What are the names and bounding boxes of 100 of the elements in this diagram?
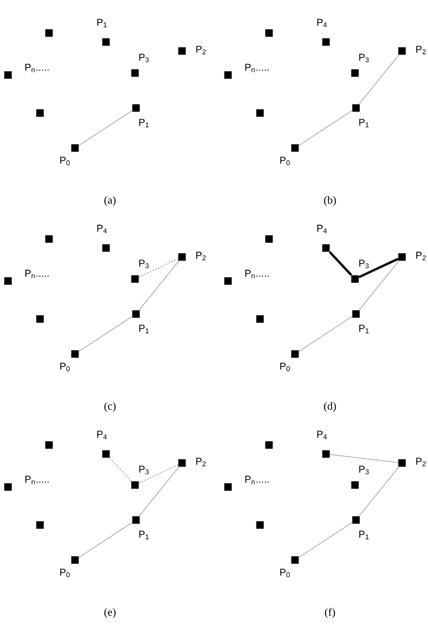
point-marker (291, 350, 299, 358)
point-label: P$_{2}$ (196, 458, 206, 466)
point-label: P$_{1}$ (139, 324, 149, 334)
point-marker (265, 29, 273, 37)
point-marker (102, 244, 110, 252)
point-label: P$_{n}$..... (25, 270, 49, 278)
point-marker (102, 38, 110, 46)
connecting-line (78, 522, 132, 558)
point-label: P$_{n}$..... (25, 64, 49, 72)
connecting-line (298, 522, 352, 558)
connecting-line (358, 258, 399, 278)
panel-caption: (e) (104, 608, 116, 618)
point-label: P$_{3}$ (139, 260, 149, 268)
point-label: P$_{3}$ (359, 54, 369, 62)
point-marker (45, 235, 53, 243)
point-marker (322, 38, 330, 46)
point-label: P$_{0}$ (280, 568, 290, 578)
connecting-line (138, 258, 179, 278)
point-label: P$_{n}$..... (25, 476, 49, 484)
point-marker (351, 481, 359, 489)
point-label: P$_{0}$ (60, 156, 70, 166)
point-label: P$_{2}$ (196, 252, 206, 260)
point-marker (265, 235, 273, 243)
connecting-line (78, 110, 132, 146)
point-marker (71, 144, 79, 152)
point-label: P$_{n}$..... (245, 476, 269, 484)
point-label: P$_{0}$ (280, 156, 290, 166)
point-label: P$_{4}$ (97, 430, 107, 440)
point-label: P$_{1}$ (359, 118, 369, 128)
point-marker (131, 275, 139, 283)
point-marker (132, 310, 140, 318)
point-label: P$_{1}$ (97, 18, 107, 28)
point-label: P$_{0}$ (280, 362, 290, 372)
point-marker (36, 109, 44, 117)
point-label: P$_{2}$ (196, 46, 206, 54)
point-marker (71, 556, 79, 564)
panel-caption: (c) (104, 402, 116, 412)
point-label: P$_{2}$ (416, 458, 426, 466)
point-marker (265, 441, 273, 449)
connecting-line (358, 54, 400, 104)
point-marker (352, 310, 360, 318)
point-label: P$_{4}$ (317, 224, 327, 234)
point-marker (45, 441, 53, 449)
point-label: P$_{2}$ (416, 252, 426, 260)
point-marker (352, 104, 360, 112)
point-marker (351, 69, 359, 77)
point-marker (4, 71, 12, 79)
point-marker (322, 244, 330, 252)
point-label: P$_{1}$ (359, 324, 369, 334)
panel-caption: (f) (324, 608, 335, 618)
point-marker (178, 459, 186, 467)
point-label: P$_{n}$..... (245, 64, 269, 72)
connecting-line (358, 260, 400, 310)
point-label: P$_{1}$ (139, 530, 149, 540)
point-marker (36, 315, 44, 323)
point-marker (131, 69, 139, 77)
point-label: P$_{4}$ (97, 224, 107, 234)
point-marker (36, 521, 44, 529)
connecting-line (78, 316, 132, 352)
connecting-line (138, 466, 180, 516)
point-label: P$_{3}$ (139, 54, 149, 62)
point-marker (398, 459, 406, 467)
point-marker (256, 521, 264, 529)
connecting-line (358, 466, 400, 516)
point-label: P$_{1}$ (359, 530, 369, 540)
point-marker (398, 253, 406, 261)
connecting-line (138, 260, 180, 310)
point-label: P$_{4}$ (317, 430, 327, 440)
point-label: P$_{4}$ (317, 18, 327, 28)
point-marker (4, 483, 12, 491)
panel-caption: (a) (104, 196, 116, 206)
panel-caption: (b) (324, 196, 336, 206)
point-label: P$_{n}$..... (245, 270, 269, 278)
point-marker (178, 253, 186, 261)
connecting-line (328, 251, 352, 276)
point-marker (4, 277, 12, 285)
point-marker (291, 556, 299, 564)
point-label: P$_{0}$ (60, 362, 70, 372)
point-marker (45, 29, 53, 37)
point-marker (224, 483, 232, 491)
point-label: P$_{1}$ (139, 118, 149, 128)
point-marker (224, 277, 232, 285)
point-label: P$_{3}$ (139, 466, 149, 474)
point-label: P$_{3}$ (359, 260, 369, 268)
point-marker (256, 315, 264, 323)
connecting-line (298, 316, 352, 352)
point-marker (71, 350, 79, 358)
point-label: P$_{0}$ (60, 568, 70, 578)
point-marker (131, 481, 139, 489)
point-label: P$_{2}$ (416, 46, 426, 54)
point-marker (224, 71, 232, 79)
connecting-line (138, 464, 179, 484)
point-marker (132, 516, 140, 524)
point-marker (256, 109, 264, 117)
connecting-line (298, 110, 352, 146)
point-marker (132, 104, 140, 112)
point-marker (322, 450, 330, 458)
point-marker (102, 450, 110, 458)
connecting-line (109, 457, 132, 482)
panel-caption: (d) (324, 402, 336, 412)
